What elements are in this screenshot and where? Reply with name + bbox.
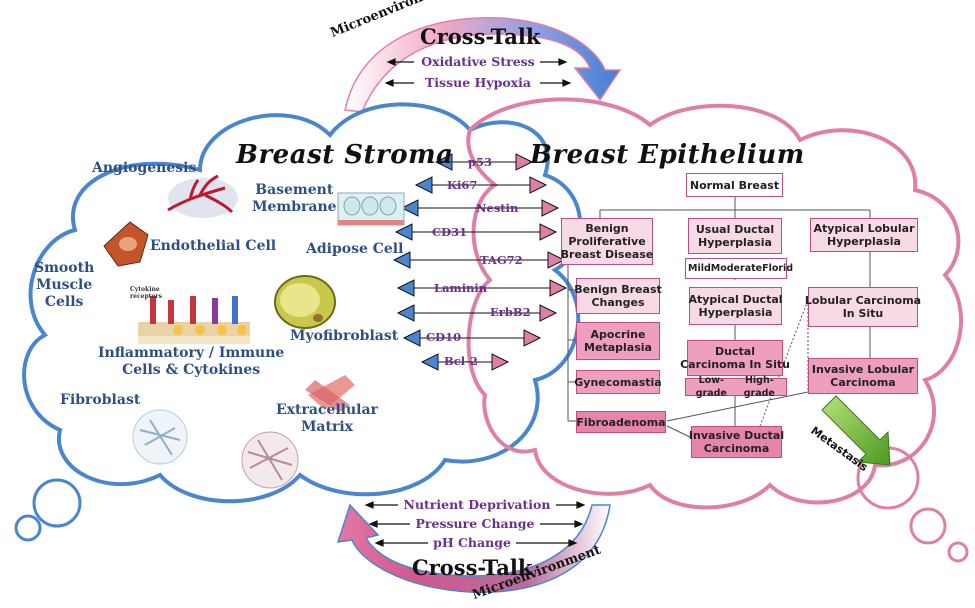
crosstalk-arrows xyxy=(364,58,586,547)
grade-high: High-grade xyxy=(743,375,775,399)
bubble-large-left xyxy=(32,478,82,528)
top-crosstalk-line-1: Oxidative Stress xyxy=(421,54,535,69)
grades-dcis-box: Low-grade High-grade xyxy=(685,375,787,399)
adipose-cell-illustration xyxy=(274,275,336,329)
adipose-cell-label: Adipose Cell xyxy=(306,241,404,257)
marker-laminin: Laminin xyxy=(434,281,488,295)
marker-tag72: TAG72 xyxy=(480,253,523,267)
bubble-small-left xyxy=(14,514,42,542)
benign-proliferative-box: Benign Proliferative Breast Disease xyxy=(561,218,653,265)
marker-nestin: Nestin xyxy=(476,201,519,215)
marker-cd10: CD10 xyxy=(426,330,462,344)
grade-low: Low-grade xyxy=(695,375,727,399)
inflammatory-immune-label: Inflammatory / Immune Cells & Cytokines xyxy=(98,345,285,378)
myofibroblast-illustration xyxy=(305,375,355,412)
stroma-title: Breast Stroma xyxy=(236,140,454,170)
grade-florid: Florid xyxy=(762,263,794,274)
fibroblast-illustration xyxy=(132,409,188,465)
angiogenesis-label: Angiogenesis xyxy=(92,160,197,176)
invasive-ductal-box: Invasive Ductal Carcinoma xyxy=(689,426,784,458)
stroma-cloud xyxy=(22,102,583,504)
endothelial-cell-illustration xyxy=(103,221,149,267)
marker-arrows xyxy=(392,153,568,371)
marker-p53: p53 xyxy=(468,155,493,169)
fibroblast-label: Fibroblast xyxy=(60,392,141,408)
dcis-box: Ductal Carcinoma In Situ xyxy=(680,340,790,376)
myofibroblast-label: Myofibroblast xyxy=(290,328,399,344)
normal-breast-box: Normal Breast xyxy=(686,173,783,197)
atypical-lobular-box: Atypical Lobular Hyperplasia xyxy=(810,218,918,252)
atypical-ductal-box: Atypical Ductal Hyperplasia xyxy=(688,287,783,325)
gynecomastia-box: Gynecomastia xyxy=(574,370,662,394)
bottom-arc-arrow xyxy=(336,503,611,593)
metastasis-arrow xyxy=(821,395,891,466)
invasive-lobular-box: Invasive Lobular Carcinoma xyxy=(808,358,918,394)
apocrine-metaplasia-box: Apocrine Metaplasia xyxy=(576,322,660,360)
marker-erbb2: ErbB2 xyxy=(490,305,531,319)
grade-mild: Mild xyxy=(688,263,711,274)
lcis-box: Lobular Carcinoma In Situ xyxy=(805,287,921,327)
extracellular-matrix-illustration xyxy=(241,431,299,489)
basement-membrane-illustration xyxy=(337,192,405,226)
endothelial-cell-label: Endothelial Cell xyxy=(150,238,277,254)
marker-ki67: Ki67 xyxy=(447,178,478,192)
bubble-small-right xyxy=(947,541,969,563)
bubble-mid-right xyxy=(909,507,947,545)
flow-lines xyxy=(567,197,871,439)
blood-vessel-illustration xyxy=(167,174,238,218)
benign-breast-changes-box: Benign Breast Changes xyxy=(574,278,662,314)
fibroadenoma-box: Fibroadenoma xyxy=(576,411,666,433)
epithelium-cloud xyxy=(466,97,964,510)
epithelium-title: Breast Epithelium xyxy=(530,140,805,170)
cytokine-receptors-label: Cytokine receptors xyxy=(130,286,162,300)
grade-moderate: Moderate xyxy=(710,263,763,274)
top-crosstalk-title: Cross-Talk xyxy=(420,24,541,49)
basement-membrane-label: Basement Membrane xyxy=(252,182,337,215)
bottom-crosstalk-title: Cross-Talk xyxy=(412,555,533,580)
cytokine-receptors-illustration xyxy=(138,296,250,344)
extracellular-matrix-label: Extracellular Matrix xyxy=(276,402,378,435)
marker-bcl2: Bcl-2 xyxy=(444,354,478,368)
bottom-crosstalk-line-2: Pressure Change xyxy=(415,516,535,531)
marker-cd31: CD31 xyxy=(432,225,468,239)
usual-ductal-box: Usual Ductal Hyperplasia xyxy=(688,218,782,254)
smooth-muscle-label: Smooth Muscle Cells xyxy=(34,260,95,310)
bottom-crosstalk-line-1: Nutrient Deprivation xyxy=(403,497,551,512)
bottom-crosstalk-line-3: pH Change xyxy=(433,535,511,550)
top-crosstalk-line-2: Tissue Hypoxia xyxy=(425,75,531,90)
top-arc-arrow xyxy=(344,17,622,113)
grades-top-box: Mild Moderate Florid xyxy=(685,258,793,279)
